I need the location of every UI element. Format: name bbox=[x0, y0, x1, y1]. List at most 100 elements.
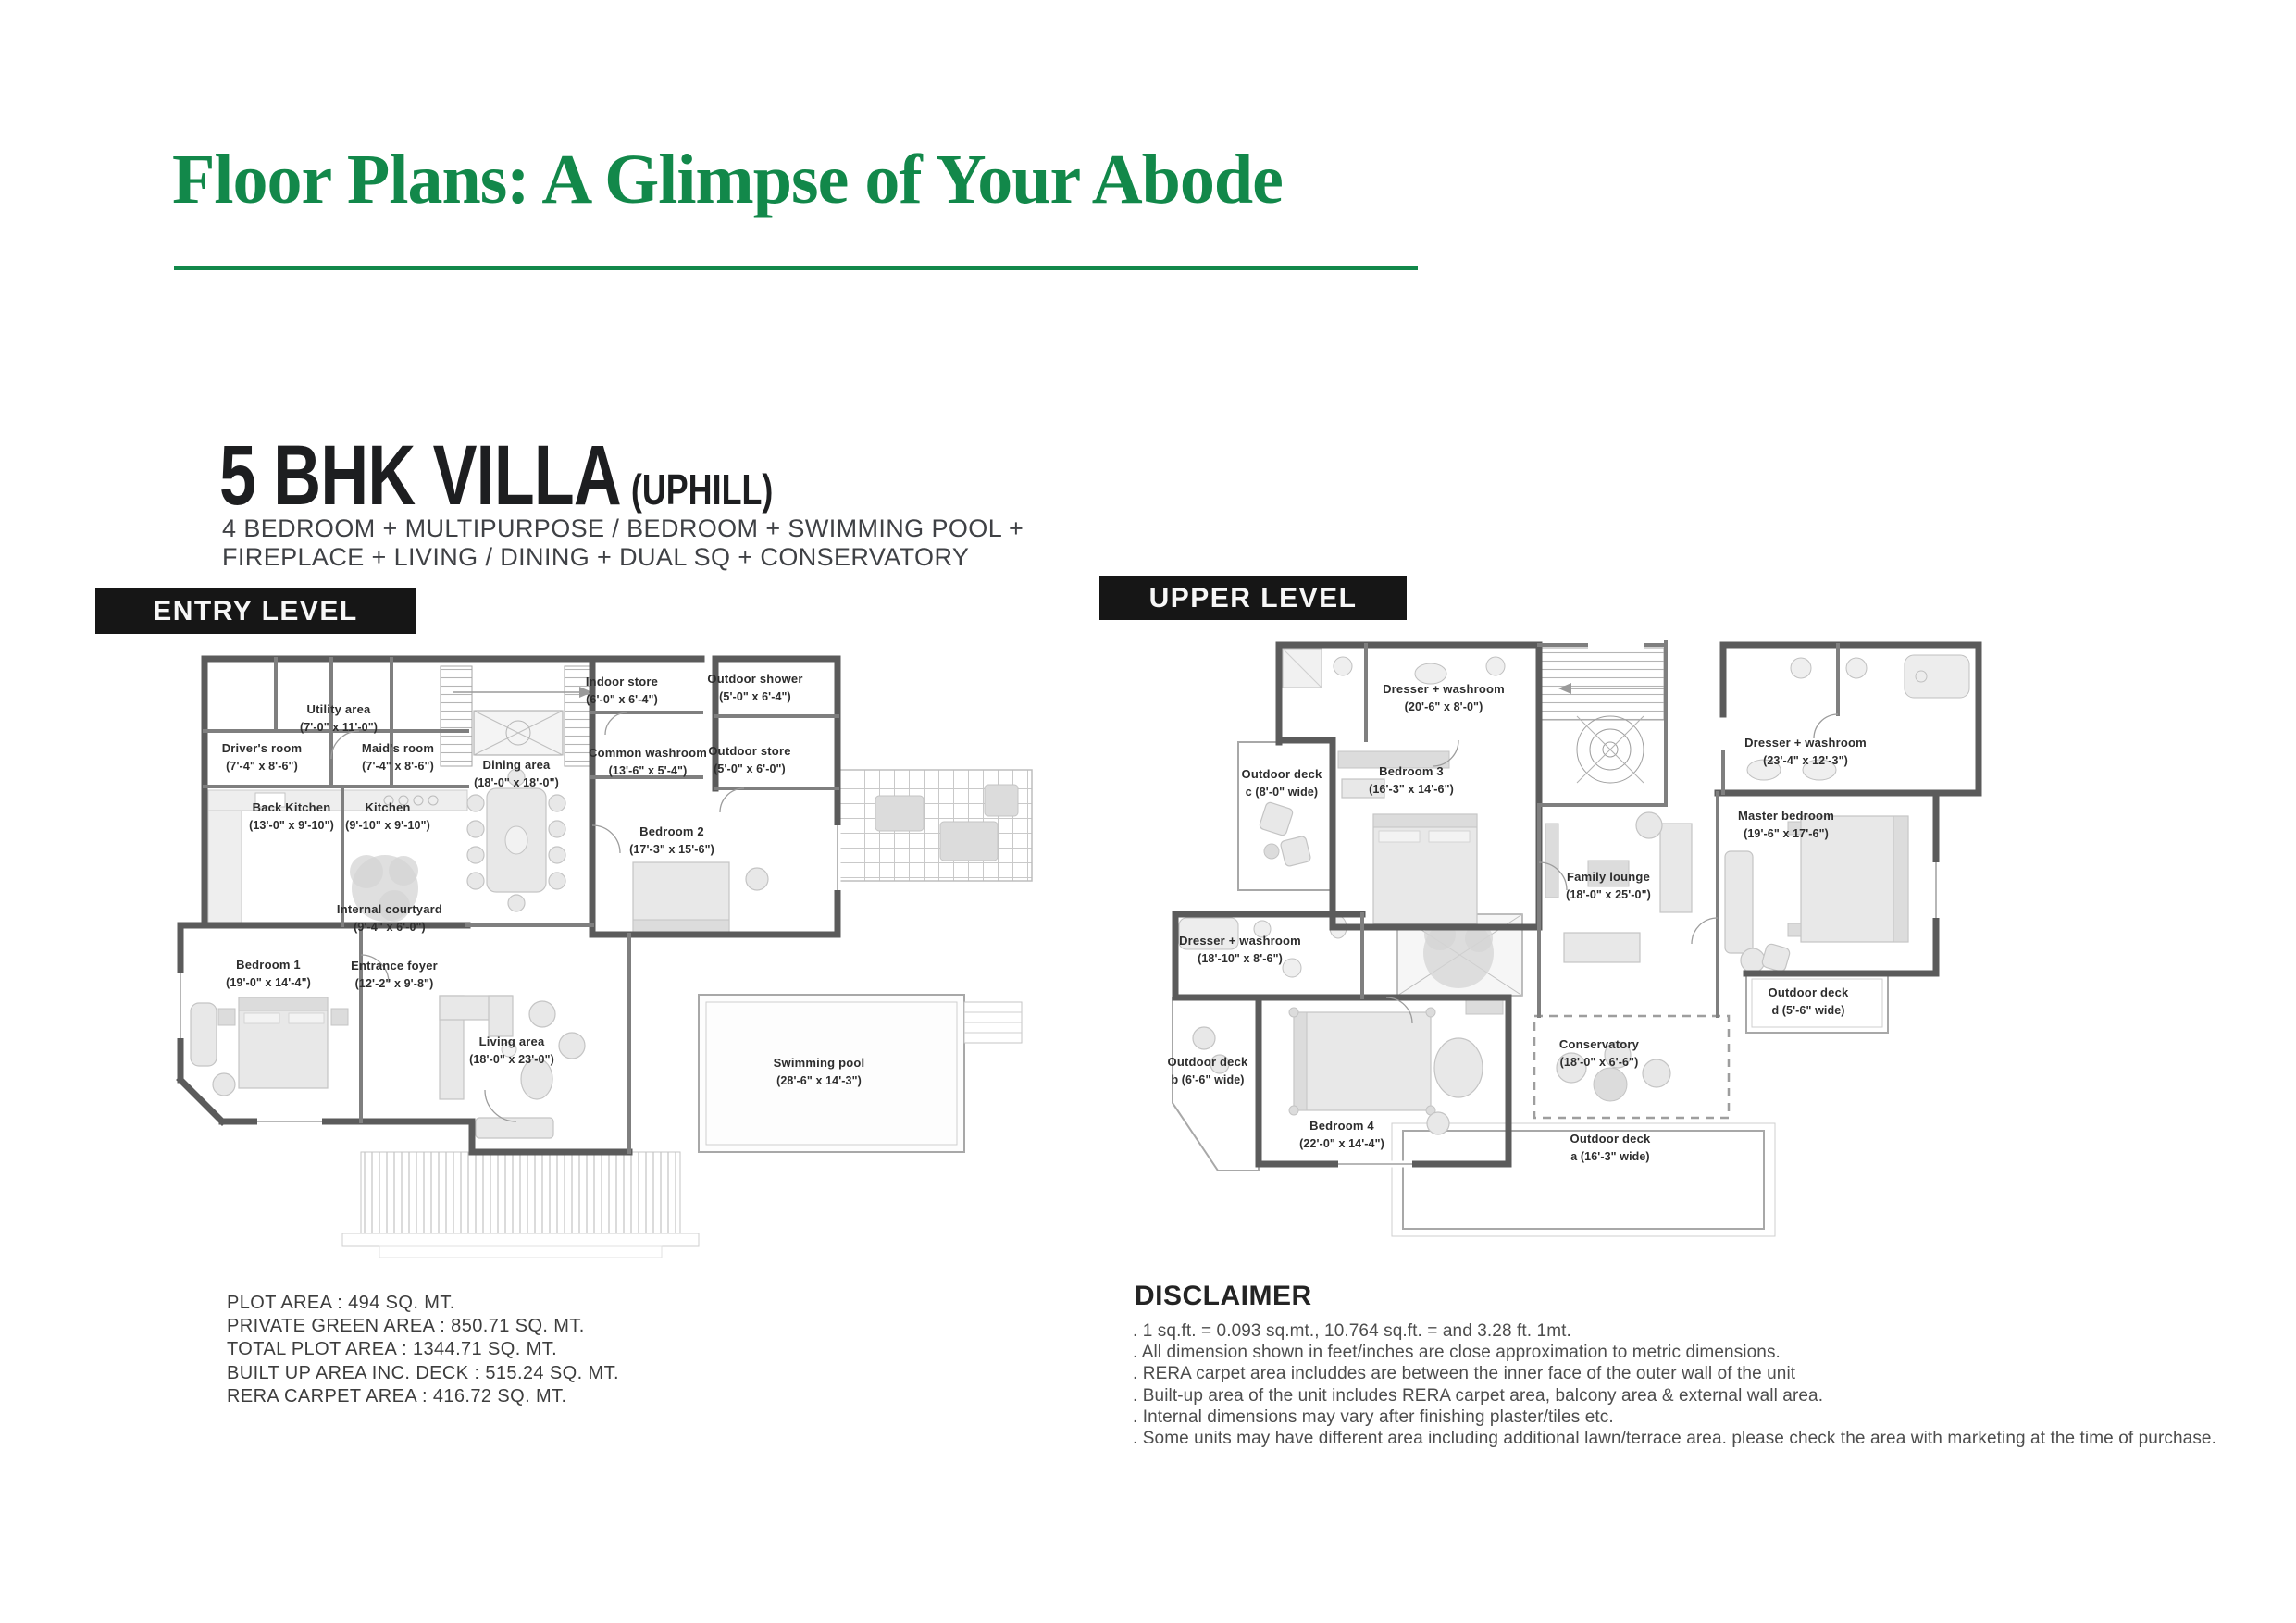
disclaimer-line: . RERA carpet area includdes are between… bbox=[1133, 1364, 1796, 1384]
room-name: Swimming pool bbox=[773, 1055, 865, 1070]
room-name: Family lounge bbox=[1566, 869, 1651, 884]
room-dimensions: (7'-4" x 8'-6") bbox=[226, 759, 298, 773]
room-name: Back Kitchen bbox=[252, 799, 331, 814]
villa-subtitle-line2: FIREPLACE + LIVING / DINING + DUAL SQ + … bbox=[222, 543, 970, 571]
area-stat-line: PRIVATE GREEN AREA : 850.71 SQ. MT. bbox=[227, 1316, 585, 1337]
room-dimensions: a (16'-3" wide) bbox=[1570, 1149, 1650, 1163]
room-label: Master bedroom (19'-6" x 17'-6") bbox=[1738, 807, 1834, 842]
room-name: Dresser + washroom bbox=[1179, 933, 1301, 948]
room-dimensions: (13'-6" x 5'-4") bbox=[608, 763, 688, 777]
room-name: Master bedroom bbox=[1738, 808, 1834, 823]
room-label: Dresser + washroom (18'-10" x 8'-6") bbox=[1179, 932, 1301, 967]
villa-name: 5 BHK VILLA bbox=[219, 428, 622, 523]
room-name: Outdoor store bbox=[708, 743, 791, 758]
room-dimensions: (28'-6" x 14'-3") bbox=[776, 1073, 862, 1087]
room-dimensions: (17'-3" x 15'-6") bbox=[629, 842, 714, 856]
villa-subtitle: 4 BEDROOM + MULTIPURPOSE / BEDROOM + SWI… bbox=[222, 514, 1024, 572]
room-name: Dining area bbox=[482, 757, 551, 772]
room-dimensions: c (8'-0" wide) bbox=[1245, 785, 1319, 799]
room-label: Back Kitchen (13'-0" x 9'-10") bbox=[249, 799, 334, 834]
room-name: Outdoor deck bbox=[1241, 766, 1322, 781]
room-label: Bedroom 4 (22'-0" x 14'-4") bbox=[1299, 1117, 1384, 1152]
room-name: Conservatory bbox=[1558, 1036, 1640, 1051]
room-label: Indoor store (6'-0" x 6'-4") bbox=[586, 673, 658, 708]
title-underline bbox=[174, 266, 1418, 270]
disclaimer-title: DISCLAIMER bbox=[1135, 1281, 1312, 1311]
room-dimensions: (18'-0" x 25'-0") bbox=[1566, 887, 1651, 901]
room-name: Driver's room bbox=[221, 740, 303, 755]
room-dimensions: (6'-0" x 6'-4") bbox=[586, 692, 658, 706]
area-stat-line: TOTAL PLOT AREA : 1344.71 SQ. MT. bbox=[227, 1339, 558, 1360]
disclaimer-line: . 1 sq.ft. = 0.093 sq.mt., 10.764 sq.ft.… bbox=[1133, 1321, 1571, 1341]
room-label: Swimming pool (28'-6" x 14'-3") bbox=[774, 1054, 865, 1089]
room-label: Bedroom 3 (16'-3" x 14'-6") bbox=[1369, 762, 1454, 798]
disclaimer-lines: . 1 sq.ft. = 0.093 sq.mt., 10.764 sq.ft.… bbox=[1133, 1320, 2216, 1449]
room-name: Outdoor deck bbox=[1570, 1131, 1651, 1146]
room-label: Internal courtyard (9'-4" x 6'-0") bbox=[337, 900, 442, 935]
room-label: Outdoor deck c (8'-0" wide) bbox=[1242, 765, 1322, 800]
upper-level-badge: UPPER LEVEL bbox=[1099, 576, 1407, 620]
room-name: Internal courtyard bbox=[336, 901, 443, 916]
area-stat-line: PLOT AREA : 494 SQ. MT. bbox=[227, 1293, 455, 1313]
room-name: Utility area bbox=[306, 701, 371, 716]
room-name: Entrance foyer bbox=[351, 958, 438, 973]
room-name: Bedroom 3 bbox=[1379, 763, 1444, 778]
room-label: Outdoor shower (5'-0" x 6'-4") bbox=[707, 670, 802, 705]
room-name: Outdoor shower bbox=[707, 671, 803, 686]
room-name: Bedroom 4 bbox=[1309, 1118, 1374, 1133]
villa-name-suffix: (UPHILL) bbox=[630, 465, 774, 514]
area-stat-line: BUILT UP AREA INC. DECK : 515.24 SQ. MT. bbox=[227, 1362, 619, 1383]
room-dimensions: (7'-4" x 8'-6") bbox=[362, 759, 434, 773]
room-dimensions: (22'-0" x 14'-4") bbox=[1299, 1136, 1384, 1150]
room-label: Dining area (18'-0" x 18'-0") bbox=[474, 756, 559, 791]
room-name: Dresser + washroom bbox=[1383, 681, 1505, 696]
room-label: Living area(18'-0" x 23'-0") bbox=[469, 1033, 554, 1068]
room-name: Outdoor deck bbox=[1768, 985, 1849, 999]
page-title: Floor Plans: A Glimpse of Your Abode bbox=[172, 141, 1284, 218]
room-label: Driver's room (7'-4" x 8'-6") bbox=[222, 739, 303, 774]
villa-heading: 5 BHK VILLA(UPHILL) bbox=[219, 427, 773, 525]
room-label: Outdoor deck a (16'-3" wide) bbox=[1570, 1130, 1651, 1165]
room-name: Living area bbox=[478, 1034, 545, 1048]
room-dimensions: (23'-4" x 12'-3") bbox=[1763, 753, 1848, 767]
room-label: Family lounge (18'-0" x 25'-0") bbox=[1566, 868, 1651, 903]
room-label: Maid's room (7'-4" x 8'-6") bbox=[362, 739, 434, 774]
room-label: Conservatory (18'-0" x 6'-6") bbox=[1559, 1035, 1639, 1071]
room-dimensions: (19'-6" x 17'-6") bbox=[1744, 826, 1829, 840]
room-label: Utility area (7'-0" x 11'-0") bbox=[300, 700, 378, 736]
room-name: Indoor store bbox=[585, 674, 659, 688]
disclaimer-line: . Built-up area of the unit includes RER… bbox=[1133, 1385, 1824, 1406]
room-name: Maid's room bbox=[361, 740, 435, 755]
room-label: Dresser + washroom (20'-6" x 8'-0") bbox=[1383, 680, 1505, 715]
room-dimensions: (9'-4" x 6'-0") bbox=[354, 920, 426, 934]
room-dimensions: (20'-6" x 8'-0") bbox=[1404, 700, 1483, 713]
disclaimer-line: . Some units may have different area inc… bbox=[1133, 1429, 2216, 1449]
room-dimensions: (19'-0" x 14'-4") bbox=[226, 975, 311, 989]
room-dimensions: (12'-2" x 9'-8") bbox=[354, 976, 434, 990]
room-label: Outdoor store(5'-0" x 6'-0") bbox=[708, 742, 790, 777]
room-dimensions: (18'-0" x 6'-6") bbox=[1559, 1055, 1639, 1069]
room-dimensions: (16'-3" x 14'-6") bbox=[1369, 782, 1454, 796]
room-dimensions: (13'-0" x 9'-10") bbox=[249, 818, 334, 832]
room-label: Common washroom(13'-6" x 5'-4") bbox=[589, 744, 707, 779]
room-dimensions: (9'-10" x 9'-10") bbox=[345, 818, 430, 832]
room-dimensions: (5'-0" x 6'-4") bbox=[719, 689, 791, 703]
room-name: Dresser + washroom bbox=[1744, 735, 1867, 750]
disclaimer-line: . Internal dimensions may vary after fin… bbox=[1133, 1406, 1614, 1427]
entry-floorplan-drawing bbox=[176, 655, 1033, 1258]
entry-level-badge: ENTRY LEVEL bbox=[95, 588, 416, 634]
room-label: Entrance foyer (12'-2" x 9'-8") bbox=[351, 957, 438, 992]
room-label: Kitchen(9'-10" x 9'-10") bbox=[345, 799, 430, 834]
room-label: Bedroom 2 (17'-3" x 15'-6") bbox=[629, 823, 714, 858]
villa-subtitle-line1: 4 BEDROOM + MULTIPURPOSE / BEDROOM + SWI… bbox=[222, 514, 1024, 542]
room-label: Dresser + washroom (23'-4" x 12'-3") bbox=[1744, 734, 1867, 769]
room-dimensions: (18'-10" x 8'-6") bbox=[1198, 951, 1283, 965]
upper-floorplan-drawing bbox=[1172, 640, 1982, 1237]
room-name: Bedroom 1 bbox=[236, 957, 301, 972]
room-dimensions: (7'-0" x 11'-0") bbox=[299, 720, 379, 734]
room-dimensions: (18'-0" x 18'-0") bbox=[474, 775, 559, 789]
room-label: Bedroom 1 (19'-0" x 14'-4") bbox=[226, 956, 311, 991]
room-name: Bedroom 2 bbox=[639, 824, 704, 838]
